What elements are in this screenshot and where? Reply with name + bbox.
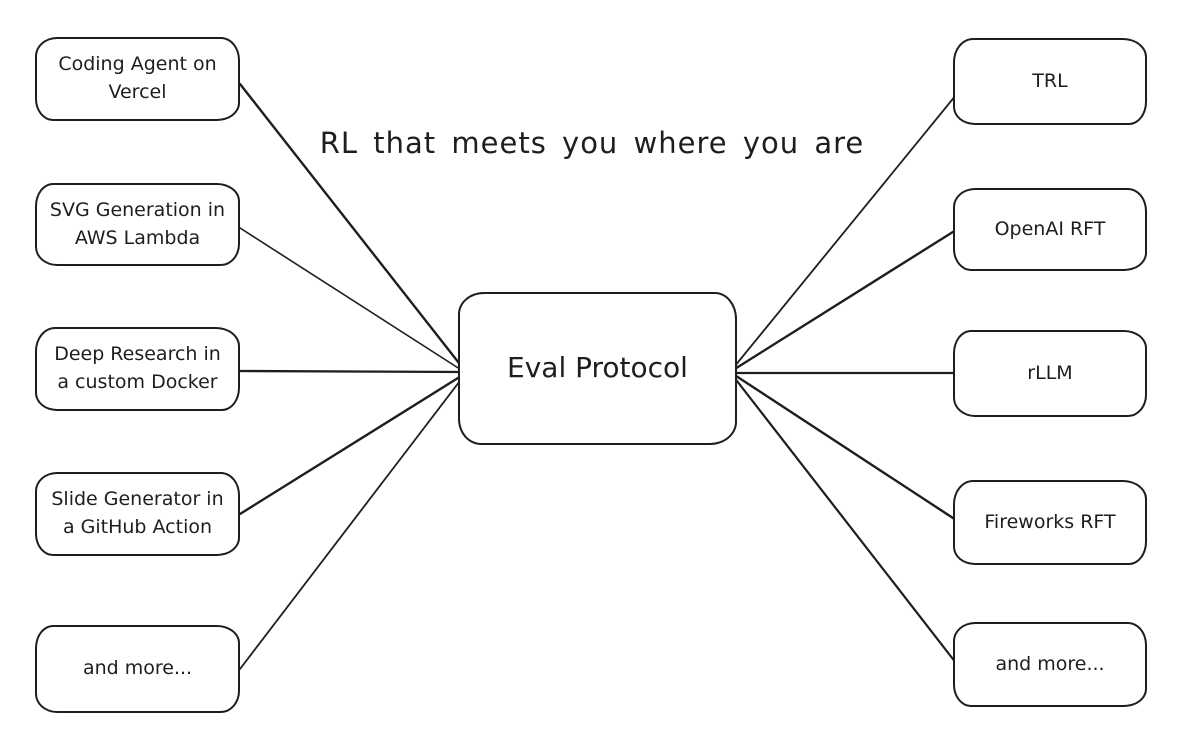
node-slide-generator-github-action: Slide Generator in a GitHub Action (35, 472, 240, 556)
edge-eval-protocol-to-openai-rft (728, 228, 958, 374)
node-label: OpenAI RFT (994, 217, 1106, 240)
edge-eval-protocol-to-trl (729, 94, 957, 373)
edge-eval-protocol-to-and-more-right (728, 370, 958, 665)
node-trl: TRL (953, 38, 1147, 125)
node-label: rLLM (1027, 361, 1073, 384)
node-svg-generation-aws-lambda: SVG Generation in AWS Lambda (35, 183, 240, 266)
node-deep-research-custom-docker: Deep Research in a custom Docker (35, 327, 240, 411)
edge-slide-generator-to-eval-protocol (238, 371, 468, 516)
node-label: Slide Generator in a GitHub Action (51, 488, 224, 538)
edge-eval-protocol-to-fireworks-rft (728, 370, 958, 522)
node-label: TRL (1032, 69, 1068, 92)
edge-coding-agent-to-eval-protocol (238, 82, 468, 374)
node-label: Coding Agent on Vercel (58, 53, 217, 103)
node-and-more-right: and more... (953, 622, 1147, 707)
diagram-title: RL that meets you where you are (319, 126, 865, 160)
node-fireworks-rft: Fireworks RFT (953, 480, 1147, 565)
node-label: SVG Generation in AWS Lambda (49, 198, 226, 249)
node-and-more-left: and more... (35, 625, 240, 713)
edge-svg-generation-to-eval-protocol (239, 227, 467, 374)
node-openai-rft: OpenAI RFT (953, 188, 1147, 271)
node-eval-protocol: Eval Protocol (458, 292, 737, 445)
node-label: Eval Protocol (507, 351, 688, 385)
node-label: Fireworks RFT (984, 510, 1116, 533)
edge-deep-research-to-eval-protocol (236, 369, 468, 374)
node-label: and more... (82, 657, 193, 680)
node-label: Deep Research in a custom Docker (54, 343, 221, 393)
edge-and-more-left-to-eval-protocol (239, 372, 467, 670)
node-coding-agent-vercel: Coding Agent on Vercel (35, 37, 240, 121)
node-rllm: rLLM (953, 330, 1147, 417)
node-label: and more... (995, 652, 1105, 675)
